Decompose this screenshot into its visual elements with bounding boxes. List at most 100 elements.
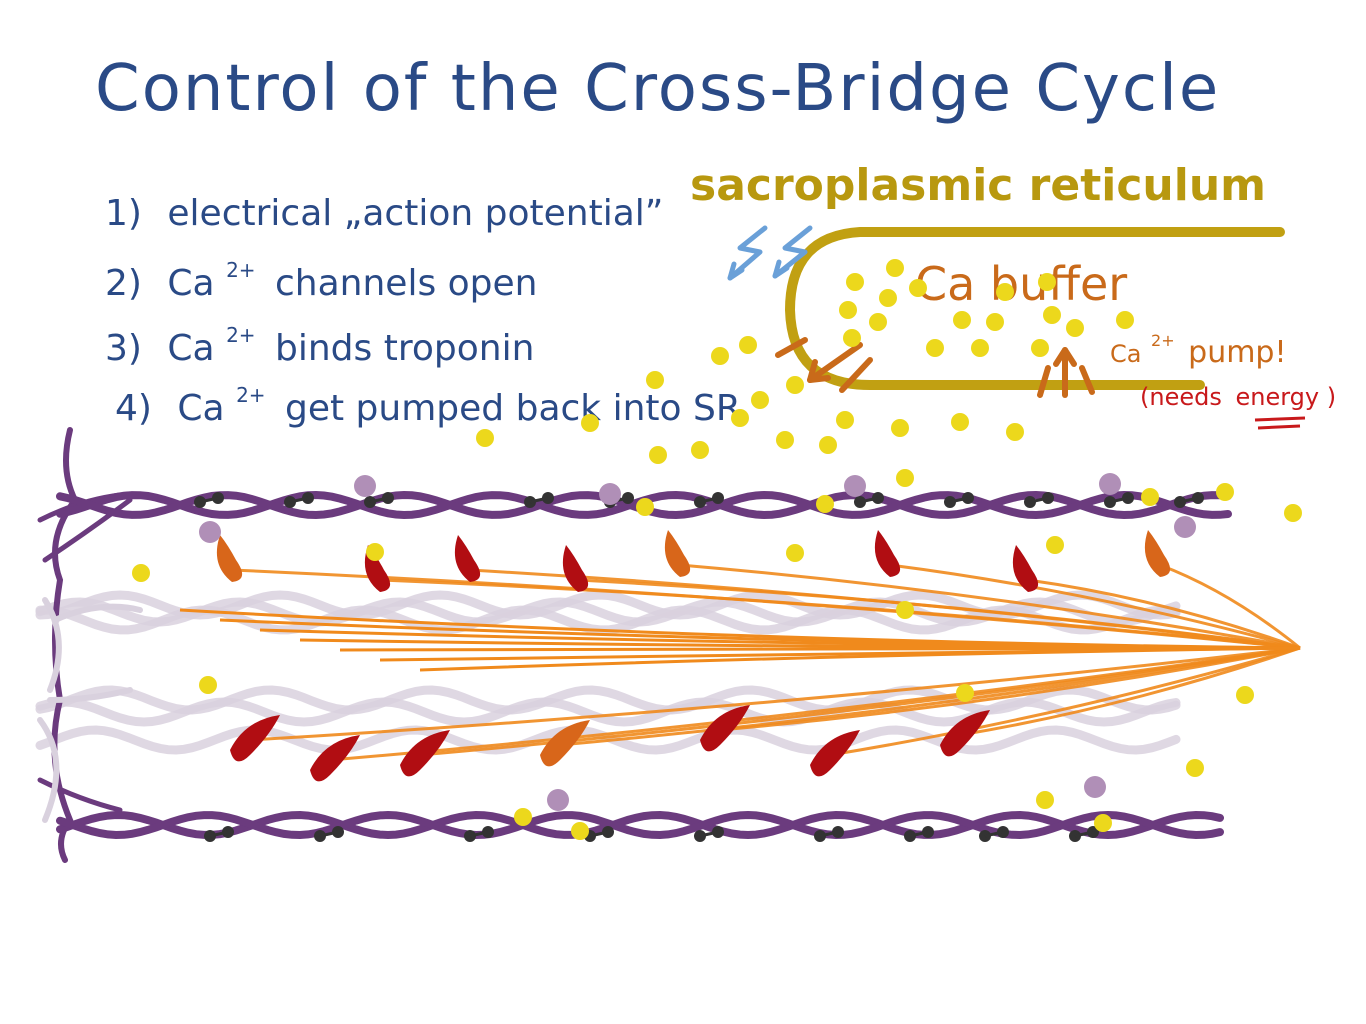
tropomyosin-link [699, 496, 719, 504]
myosin-head-shape [1012, 545, 1039, 592]
calcium-ion [843, 329, 861, 347]
step-2-ca-charge: 2+ [226, 258, 255, 282]
calcium-ion [691, 441, 709, 459]
step-2: 2) Ca 2+ channels open [105, 245, 538, 304]
myosin-head [454, 535, 481, 582]
tropomyosin-link [984, 830, 1004, 838]
calcium-ion [1216, 483, 1234, 501]
ca-pump-charge: 2+ [1151, 331, 1175, 350]
needs-energy-label: (needs energy ) [1140, 383, 1336, 411]
calcium-ion [1141, 488, 1159, 506]
step-1-text: electrical „action potential” [167, 193, 663, 234]
lightning-arrow-icon [727, 225, 813, 281]
calcium-ion [646, 371, 664, 389]
calcium-ion [1006, 423, 1024, 441]
calcium-ion [476, 429, 494, 447]
calcium-ion [786, 544, 804, 562]
calcium-ion [1116, 311, 1134, 329]
pump-arrow-icon [1037, 347, 1095, 398]
tropomyosin-link [909, 830, 929, 838]
step-3-text: binds troponin [275, 328, 534, 369]
calcium-ion [786, 376, 804, 394]
myosin-head-shape [1144, 530, 1171, 577]
myosin-head [810, 730, 860, 777]
tropomyosin-link [1179, 496, 1199, 504]
myosin-tail [419, 646, 1301, 757]
myosin-head-shape [940, 710, 990, 757]
calcium-ion [869, 313, 887, 331]
binding-site [599, 483, 621, 505]
tropomyosin-link [949, 496, 969, 504]
z-disc-light [37, 597, 143, 823]
binding-site [1084, 776, 1106, 798]
calcium-ion [819, 436, 837, 454]
step-3-ca-charge: 2+ [226, 323, 255, 347]
calcium-ion [971, 339, 989, 357]
calcium-ion [132, 564, 150, 582]
calcium-ions [132, 259, 1302, 840]
tropomyosin-link [1029, 496, 1049, 504]
myosin-head-bound [540, 720, 590, 767]
step-list: 1) electrical „action potential” 2) Ca 2… [105, 193, 741, 429]
calcium-ion [1038, 273, 1056, 291]
calcium-ion [1236, 686, 1254, 704]
sarcomere [35, 427, 1301, 863]
myosin-tail [1027, 578, 1301, 650]
release-arrow-icon [775, 337, 873, 393]
tropomyosin-link [1109, 496, 1129, 504]
calcium-ion [1031, 339, 1049, 357]
tropomyosin-link [589, 830, 609, 838]
calcium-ion [986, 313, 1004, 331]
step-4-ca-charge: 2+ [236, 383, 265, 407]
step-1: 1) electrical „action potential” [105, 193, 663, 234]
needs-energy-post: ) [1327, 383, 1336, 411]
calcium-ion [199, 676, 217, 694]
sr-label: sacroplasmic reticulum [690, 160, 1266, 211]
myosin-head-shape [540, 720, 590, 767]
step-3-number: 3) [105, 328, 142, 369]
calcium-ion [896, 601, 914, 619]
diagram-title: Control of the Cross-Bridge Cycle [95, 52, 1220, 126]
myosin-head-shape [664, 530, 691, 577]
tropomyosin-link [859, 496, 879, 504]
myosin-tail [577, 578, 1301, 650]
calcium-ion [1284, 504, 1302, 522]
myosin-head-shape [874, 530, 901, 577]
calcium-ion [581, 414, 599, 432]
calcium-ion [649, 446, 667, 464]
calcium-ion [1036, 791, 1054, 809]
myosin-head-shape [700, 705, 750, 752]
calcium-ion [776, 431, 794, 449]
calcium-ion [1043, 306, 1061, 324]
myosin-head-bound [1144, 530, 1171, 577]
myosin-head [400, 730, 450, 777]
calcium-ion [636, 498, 654, 516]
myosin-head [310, 735, 360, 782]
myosin-head [940, 710, 990, 757]
myosin-tail [249, 646, 1301, 742]
myosin-head-shape [230, 715, 280, 762]
myosin-tail [959, 646, 1301, 737]
step-3: 3) Ca 2+ binds troponin [105, 310, 534, 369]
calcium-ion [886, 259, 904, 277]
calcium-ion [956, 684, 974, 702]
calcium-ion [909, 279, 927, 297]
ca-pump-label: Ca 2+ pump! [1110, 319, 1287, 370]
myosin-head-shape [400, 730, 450, 777]
tropomyosin-link [819, 830, 839, 838]
ca-pump-text: pump! [1188, 335, 1286, 370]
step-4-ca: Ca [177, 388, 224, 429]
step-2-ca: Ca [167, 263, 214, 304]
myosin-head [700, 705, 750, 752]
calcium-ion [1094, 814, 1112, 832]
myosin-head [562, 545, 589, 592]
calcium-ion [836, 411, 854, 429]
calcium-ion [739, 336, 757, 354]
tropomyosin-link [369, 496, 389, 504]
sr-membrane [784, 227, 1285, 390]
tropomyosin-link [469, 830, 489, 838]
needs-energy-pre: (needs [1140, 383, 1222, 411]
myosin-head-shape [562, 545, 589, 592]
tropomyosin-link [1074, 830, 1094, 838]
